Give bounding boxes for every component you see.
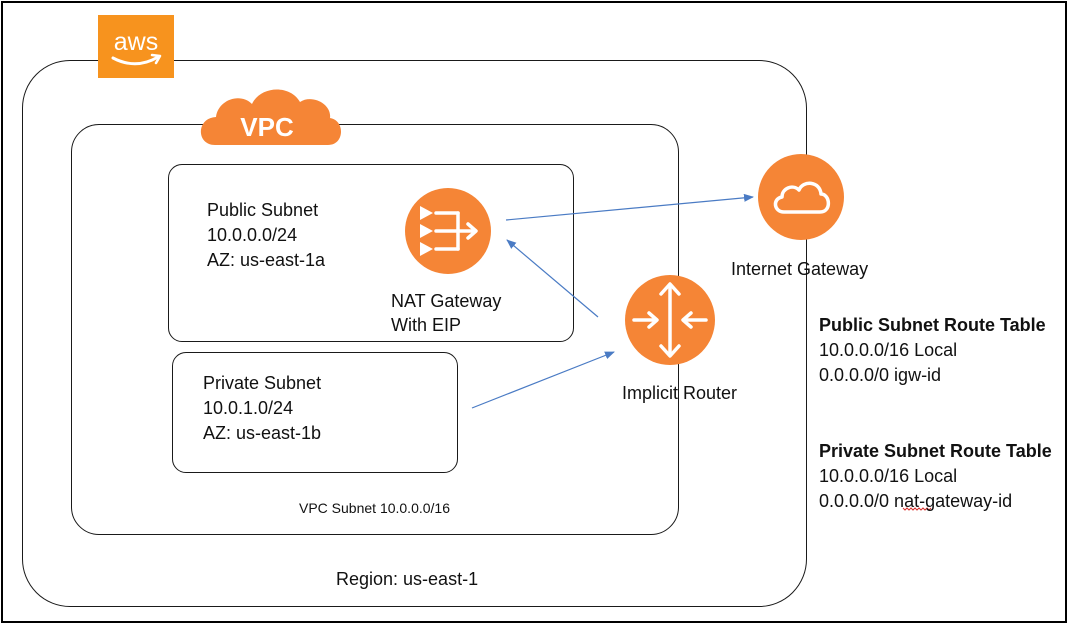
vpc-subnet-label: VPC Subnet 10.0.0.0/16 xyxy=(299,500,450,516)
router-label: Implicit Router xyxy=(622,383,738,403)
arrow-private-to-router xyxy=(471,351,615,409)
private-subnet-name: Private Subnet xyxy=(203,373,322,393)
private-subnet-az: AZ: us-east-1b xyxy=(203,423,322,443)
private-route-table-row: 0.0.0.0/0 nat-gateway-id xyxy=(819,491,1013,511)
public-subnet-box xyxy=(168,164,574,342)
arrow-router-to-nat xyxy=(506,239,599,318)
nat-gateway-icon xyxy=(405,188,491,274)
vpc-badge-text: VPC xyxy=(240,112,294,142)
public-subnet-name: Public Subnet xyxy=(207,200,319,220)
private-route-table-title: Private Subnet Route Table xyxy=(819,441,1052,461)
public-subnet-az: AZ: us-east-1a xyxy=(207,250,326,270)
vpc-cloud-badge: VPC xyxy=(200,89,342,145)
nat-gateway-label-line1: NAT Gateway xyxy=(391,291,502,311)
aws-logo: aws xyxy=(98,15,174,78)
public-route-table-row: 0.0.0.0/0 igw-id xyxy=(819,365,942,385)
public-route-table-title: Public Subnet Route Table xyxy=(819,315,1046,335)
public-route-table-row: 10.0.0.0/16 Local xyxy=(819,340,958,360)
region-container xyxy=(22,60,807,607)
aws-logo-text: aws xyxy=(114,28,158,56)
private-subnet-box xyxy=(172,352,458,473)
private-route-table-row: 10.0.0.0/16 Local xyxy=(819,466,958,486)
arrow-nat-to-igw xyxy=(505,193,754,221)
spellcheck-squiggle xyxy=(902,507,932,511)
region-label: Region: us-east-1 xyxy=(336,569,479,589)
internet-gateway-label: Internet Gateway xyxy=(731,259,869,279)
nat-gateway-label-line2: With EIP xyxy=(391,315,462,335)
private-subnet-cidr: 10.0.1.0/24 xyxy=(203,398,294,418)
public-subnet-cidr: 10.0.0.0/24 xyxy=(207,225,298,245)
router-icon xyxy=(625,275,715,365)
cloud-icon xyxy=(758,154,844,240)
